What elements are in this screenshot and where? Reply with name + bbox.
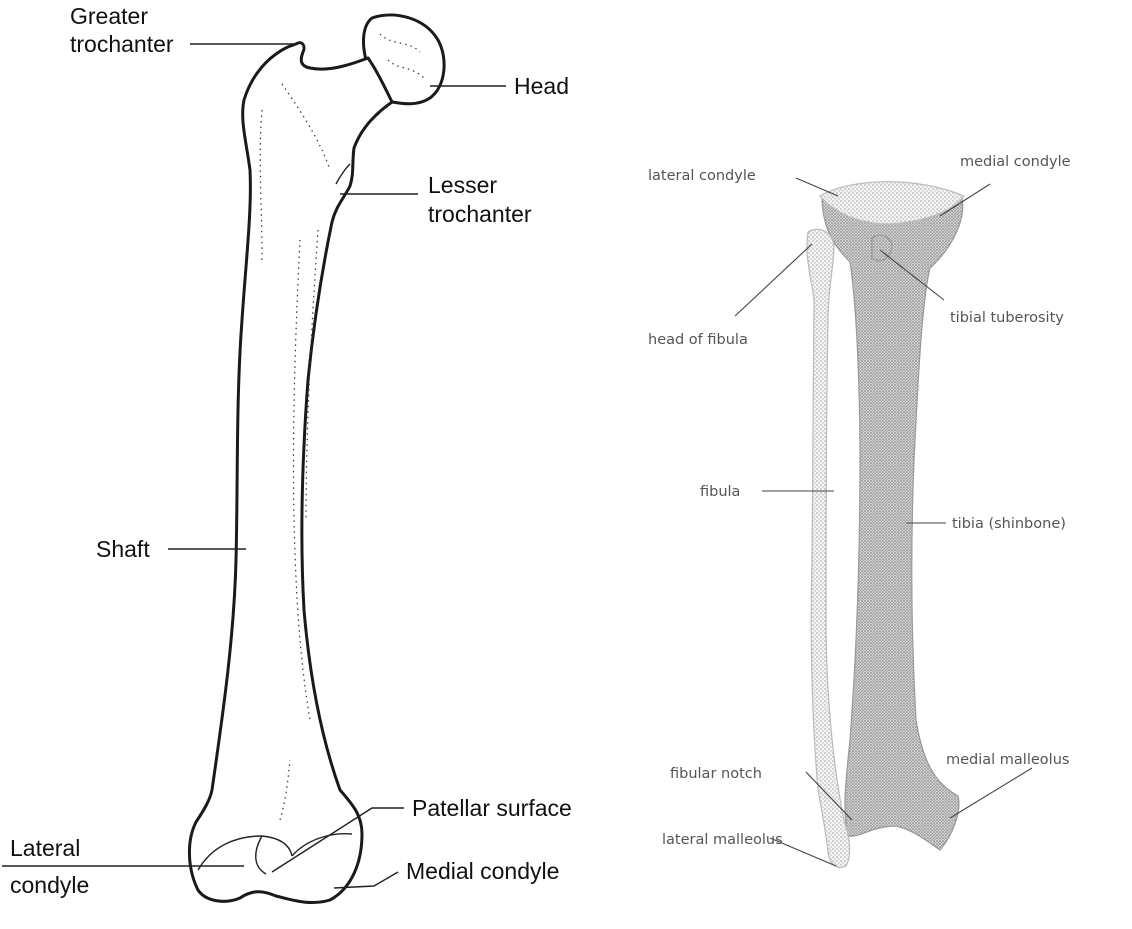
label-fibula: fibula <box>700 484 740 500</box>
femur-body <box>189 43 392 903</box>
label-patellar-surface: Patellar surface <box>412 795 572 821</box>
label-greater-trochanter-line2: trochanter <box>70 31 174 57</box>
label-head-of-fibula: head of fibula <box>648 332 748 348</box>
label-lateral-malleolus: lateral malleolus <box>662 832 783 848</box>
label-fibular-notch: fibular notch <box>670 766 762 782</box>
label-tibial-tuberosity: tibial tuberosity <box>950 310 1064 326</box>
tibia-fibula-illustration <box>807 182 964 868</box>
label-tibia: tibia (shinbone) <box>952 516 1066 532</box>
leader-lateral-condyle-b <box>796 178 838 196</box>
femur-illustration <box>189 15 444 903</box>
label-lateral-condyle-line1: Lateral <box>10 835 80 861</box>
label-lateral-condyle-line2: condyle <box>10 872 89 898</box>
label-greater-trochanter-line1: Greater <box>70 3 148 29</box>
label-lesser-trochanter-line1: Lesser <box>428 172 497 198</box>
leader-head-of-fibula <box>735 244 812 316</box>
tibia-bone <box>822 185 963 850</box>
label-medial-condyle: Medial condyle <box>406 858 559 884</box>
label-lateral-condyle-b: lateral condyle <box>648 168 756 184</box>
label-medial-condyle-b: medial condyle <box>960 154 1071 170</box>
leader-medial-malleolus <box>950 768 1032 818</box>
label-head: Head <box>514 73 569 99</box>
label-shaft: Shaft <box>96 536 150 562</box>
label-lesser-trochanter-line2: trochanter <box>428 201 532 227</box>
fibula-bone <box>807 229 850 867</box>
label-medial-malleolus: medial malleolus <box>946 752 1069 768</box>
